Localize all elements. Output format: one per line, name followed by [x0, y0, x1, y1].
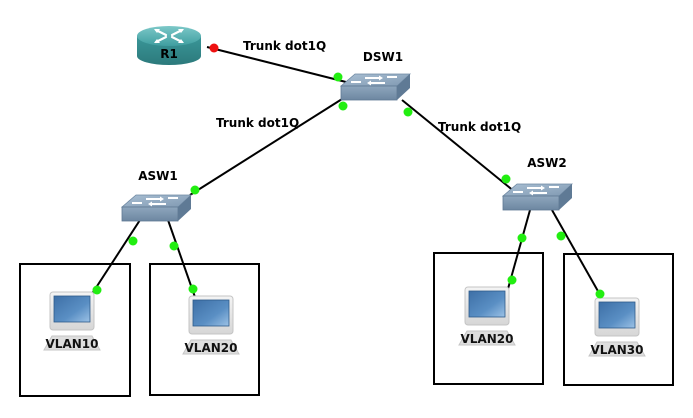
switch-icon — [501, 183, 574, 211]
port-status-up-icon — [556, 231, 566, 241]
pc-icon — [588, 297, 646, 357]
port-status-up-icon — [507, 275, 517, 285]
port-status-up-icon — [333, 72, 343, 82]
pc-label: VLAN20 — [461, 332, 514, 346]
port-status-up-icon — [403, 107, 413, 117]
switch-icon — [120, 194, 193, 222]
port-status-up-icon — [128, 236, 138, 246]
port-status-up-icon — [190, 185, 200, 195]
pc-icon — [458, 286, 516, 346]
switch-asw1[interactable]: ASW1 — [120, 169, 193, 222]
pc-icon — [182, 295, 240, 355]
port-status-up-icon — [517, 233, 527, 243]
pc-label: VLAN30 — [591, 343, 644, 357]
port-status-up-icon — [92, 285, 102, 295]
switch-label: DSW1 — [363, 50, 403, 64]
switch-icon — [339, 73, 412, 101]
router-icon — [137, 26, 201, 65]
link-label-dsw1-asw2: Trunk dot1Q — [438, 120, 521, 134]
pc-vlan30[interactable]: VLAN30 — [588, 297, 646, 357]
switch-label: ASW2 — [527, 156, 567, 170]
pc-label: VLAN20 — [185, 341, 238, 355]
port-status-up-icon — [338, 101, 348, 111]
link-label-r1-dsw1: Trunk dot1Q — [243, 39, 326, 53]
vlan-box-1 — [19, 263, 131, 397]
port-status-down-icon — [209, 43, 219, 53]
pc-vlan10[interactable]: VLAN10 — [43, 291, 101, 351]
vlan-box-3 — [433, 252, 544, 385]
switch-asw2[interactable]: ASW2 — [501, 156, 574, 211]
link-dsw1-asw1[interactable] — [189, 93, 351, 196]
port-status-up-icon — [188, 284, 198, 294]
pc-icon — [43, 291, 101, 351]
port-status-up-icon — [169, 241, 179, 251]
link-asw2-pc4[interactable] — [551, 209, 604, 301]
ports-layer — [92, 43, 605, 299]
link-dsw1-asw2[interactable] — [401, 99, 516, 193]
pc-vlan20-b[interactable]: VLAN20 — [458, 286, 516, 346]
link-label-dsw1-asw1: Trunk dot1Q — [216, 116, 299, 130]
pc-vlan20-a[interactable]: VLAN20 — [182, 295, 240, 355]
switch-dsw1[interactable]: DSW1 — [339, 50, 412, 101]
port-status-up-icon — [595, 289, 605, 299]
vlan-box-2 — [149, 263, 260, 396]
router-label: R1 — [160, 47, 178, 61]
port-status-up-icon — [501, 174, 511, 184]
router-r1[interactable]: R1 — [137, 26, 201, 65]
vlan-box-4 — [563, 253, 674, 386]
switch-label: ASW1 — [138, 169, 178, 183]
link-r1-dsw1[interactable] — [206, 46, 351, 84]
pc-label: VLAN10 — [46, 337, 99, 351]
